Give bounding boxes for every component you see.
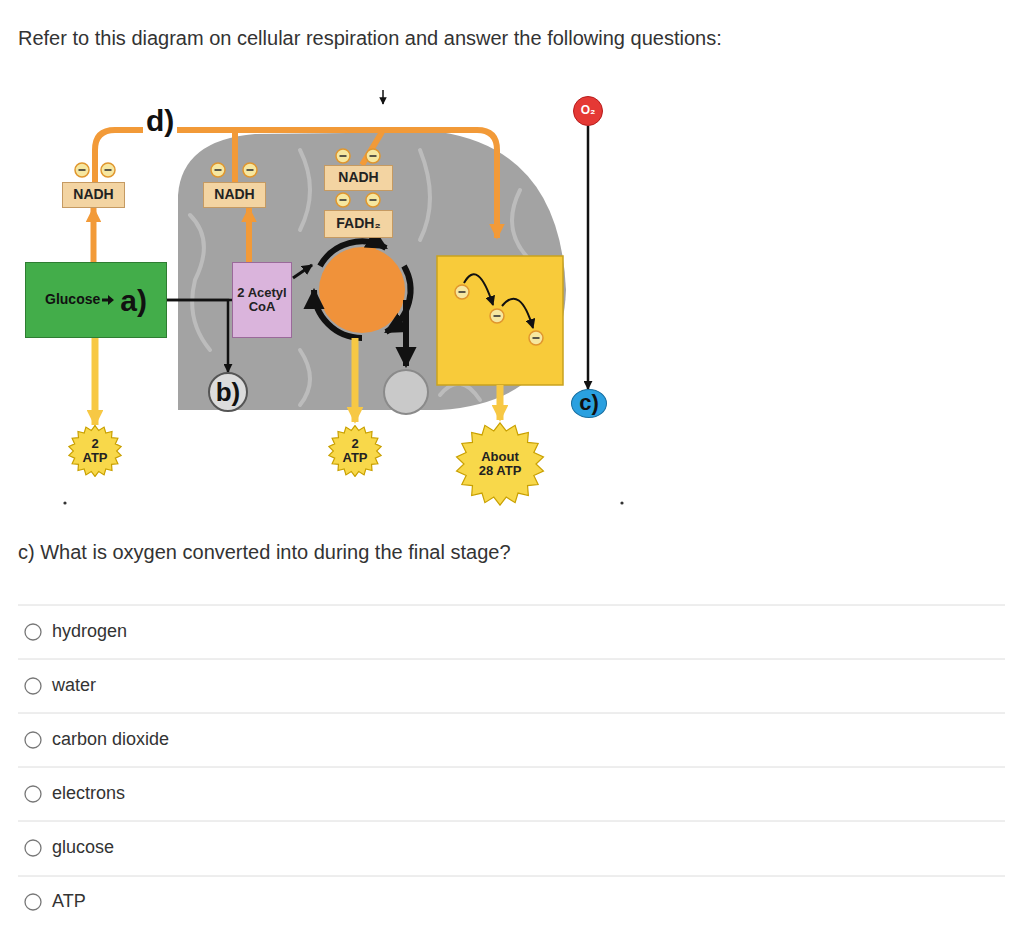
node-label: NADH <box>338 170 378 185</box>
answer-option: hydrogen <box>52 621 127 642</box>
electron <box>336 149 350 163</box>
callout-ellipse: c) <box>571 389 607 418</box>
option-rules <box>18 605 1005 876</box>
acetyl-coa-box: 2 Acetyl CoA <box>232 262 292 338</box>
node-label: NADH <box>214 187 254 202</box>
acetyl-arrow <box>293 265 312 278</box>
electron-route <box>362 132 382 165</box>
callout-letter: d) <box>143 104 177 139</box>
electron <box>366 193 380 207</box>
electron <box>336 193 350 207</box>
node-label: Glucose <box>45 292 100 307</box>
carrier-box: NADH <box>324 165 393 191</box>
callout-circle: b) <box>208 372 248 412</box>
electron <box>211 163 225 177</box>
answer-option: carbon dioxide <box>52 729 169 750</box>
electron <box>366 149 380 163</box>
electron <box>490 309 504 323</box>
oxygen-line <box>587 126 590 389</box>
small-arrow <box>382 90 384 104</box>
electron <box>75 163 89 177</box>
electron-route <box>232 130 238 182</box>
co2-circle <box>384 370 428 414</box>
atp-starburst: 2 ATP <box>68 425 122 477</box>
cycle-arrows <box>314 241 411 338</box>
krebs-cycle <box>319 247 405 333</box>
node-label: NADH <box>73 187 113 202</box>
node-label: b) <box>216 378 241 407</box>
answer-option: water <box>52 675 96 696</box>
electron <box>455 285 469 299</box>
page-title: Refer to this diagram on cellular respir… <box>18 27 722 50</box>
electrons <box>75 149 543 345</box>
arrow-symbol <box>102 295 114 305</box>
glycolysis-box: Glucose a) <box>25 262 167 338</box>
carrier-box: NADH <box>203 182 266 208</box>
node-label: FADH₂ <box>336 216 380 231</box>
node-label: 2 Acetyl CoA <box>236 286 288 315</box>
electron-hop <box>502 299 533 328</box>
electron-route <box>95 130 497 238</box>
radio-buttons <box>25 624 41 910</box>
dot <box>620 501 623 504</box>
callout-letter: a) <box>120 284 147 317</box>
co2-arrow <box>403 300 409 366</box>
answer-option: glucose <box>52 837 114 858</box>
atp-arrow <box>497 385 504 420</box>
atp-arrow <box>92 338 99 425</box>
node-label: 2 ATP <box>338 437 372 466</box>
node-label: O₂ <box>581 104 596 117</box>
node-label: About 28 ATP <box>475 450 525 479</box>
electron-arrow <box>91 208 97 262</box>
electron-arrow <box>246 208 252 262</box>
carrier-box: NADH <box>62 182 125 208</box>
electron-transport-chain <box>437 256 563 385</box>
answer-option: ATP <box>52 891 86 912</box>
electron <box>243 163 257 177</box>
oxygen-circle: O₂ <box>573 96 603 126</box>
carrier-box: FADH₂ <box>324 210 393 238</box>
node-label: 2 ATP <box>78 437 112 466</box>
electron <box>101 163 115 177</box>
pathway-arrow <box>167 300 228 372</box>
atp-starburst: 2 ATP <box>328 425 382 477</box>
node-label: c) <box>579 391 599 415</box>
electron <box>529 331 543 345</box>
atp-arrow <box>352 338 359 422</box>
answer-option: electrons <box>52 783 125 804</box>
atp-starburst: About 28 ATP <box>455 422 545 506</box>
dot <box>63 501 66 504</box>
question-text: c) What is oxygen converted into during … <box>18 541 511 564</box>
